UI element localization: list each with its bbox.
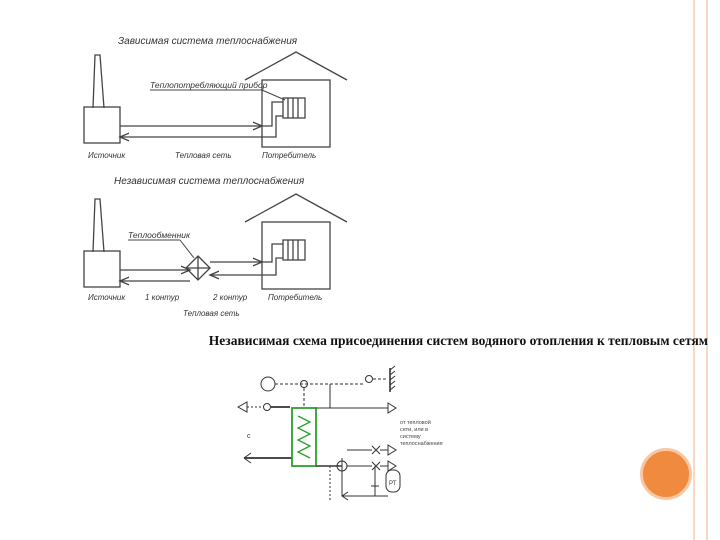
circuit2-label: 2 контур [212, 293, 248, 302]
house-return-pipe-2 [262, 257, 283, 276]
device-label: Теплопотребляющий прибор [150, 80, 268, 90]
ind-network-label: Тепловая сеть [183, 309, 240, 318]
house-supply-pipe [262, 101, 283, 127]
small-scheme-side-mark: с [247, 433, 251, 440]
dependent-title: Зависимая система теплоснабжения [118, 35, 298, 47]
small-scheme-note: от тепловой сети, или в систему теплосна… [400, 419, 443, 447]
tank-label: РТ [389, 481, 397, 487]
house-roof-2 [244, 193, 348, 223]
svg-text:от тепловой: от тепловой [400, 419, 431, 426]
svg-text:теплоснабжения: теплоснабжения [400, 441, 443, 447]
svg-text:сети, или в: сети, или в [400, 427, 428, 433]
valve-icon [371, 445, 381, 455]
house-body-2 [261, 221, 331, 290]
source-chimney-2 [92, 198, 105, 253]
dep-source-label: Источник [88, 151, 126, 160]
independent-scheme: Независимая система теплоснабжения Тепло… [83, 175, 348, 318]
dep-network-label: Тепловая сеть [175, 151, 232, 160]
inlet-arrow-icon [236, 401, 248, 413]
slide-caption: Независимая схема присоединения систем в… [208, 333, 708, 348]
ind-consumer-label: Потребитель [268, 293, 322, 302]
ind-source-label: Источник [88, 293, 126, 302]
exchanger-label: Теплообменник [128, 230, 191, 240]
house-return-pipe [262, 115, 283, 138]
slide-frame-right-line [706, 0, 708, 540]
independent-title: Независимая система теплоснабжения [114, 175, 305, 187]
radiator-icon-2 [282, 239, 306, 261]
dep-consumer-label: Потребитель [262, 151, 316, 160]
source-chimney [92, 54, 105, 109]
circuit1-label: 1 контур [145, 293, 180, 302]
heat-exchanger-unit-icon [291, 407, 317, 467]
house-supply-pipe-2 [262, 243, 283, 263]
house-roof [244, 51, 348, 81]
small-scheme: с РТ от тепловой [236, 365, 443, 501]
source-box [83, 106, 121, 144]
slide-frame-left-line [693, 0, 695, 540]
house-body [261, 79, 331, 148]
expansion-tank-icon [385, 469, 401, 493]
dependent-scheme: Зависимая система теплоснабжения Теплопо… [83, 35, 348, 160]
decorative-orange-circle [640, 448, 692, 500]
svg-text:систему: систему [400, 434, 421, 440]
pump-circle-icon [260, 376, 276, 392]
radiator-icon [282, 97, 306, 119]
source-box-2 [83, 250, 121, 288]
